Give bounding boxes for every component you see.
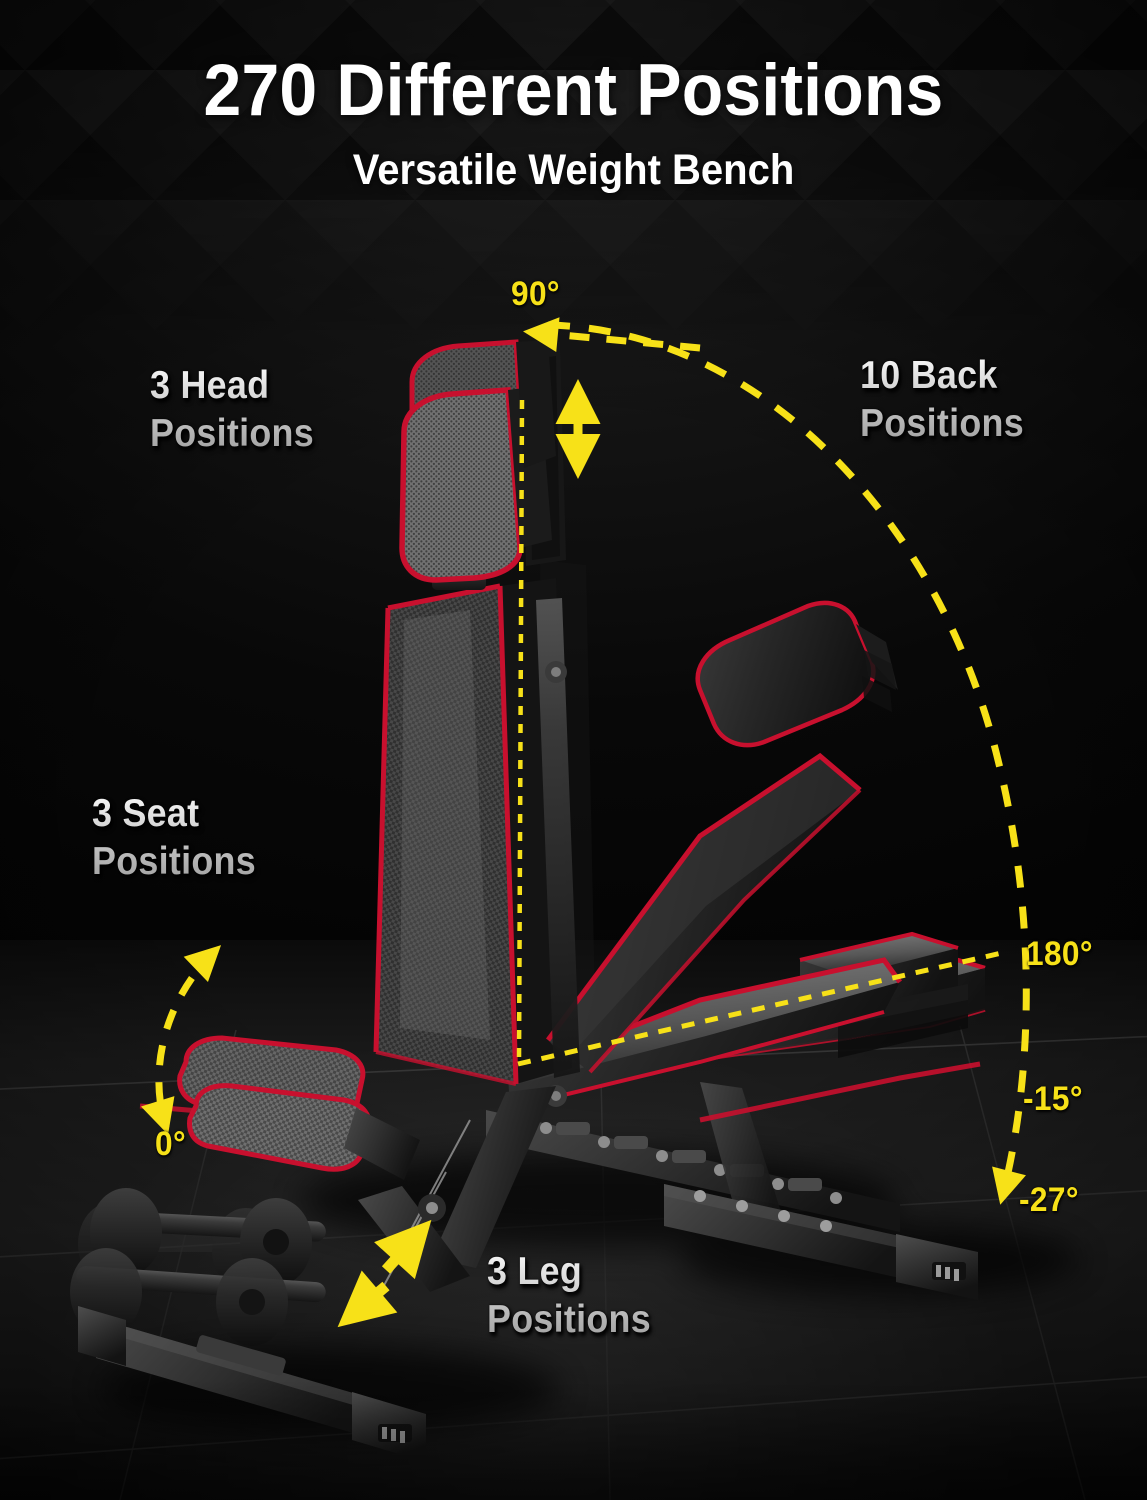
callout-back-positions: 10 Back Positions xyxy=(860,352,1024,447)
header-block: 270 Different Positions Versatile Weight… xyxy=(0,54,1147,192)
callout-leg-positions: 3 Leg Positions xyxy=(487,1248,651,1343)
angle-label-90: 90° xyxy=(511,275,560,313)
angle-label-180: 180° xyxy=(1026,935,1093,973)
page-title: 270 Different Positions xyxy=(203,50,944,131)
callout-seat-positions: 3 Seat Positions xyxy=(92,790,256,885)
page-subtitle: Versatile Weight Bench xyxy=(352,146,795,194)
angle-label-zero: 0° xyxy=(155,1125,186,1163)
angle-label-minus-15: -15° xyxy=(1023,1080,1083,1118)
angle-label-minus-27: -27° xyxy=(1019,1181,1079,1219)
callout-head-positions: 3 Head Positions xyxy=(150,362,314,457)
